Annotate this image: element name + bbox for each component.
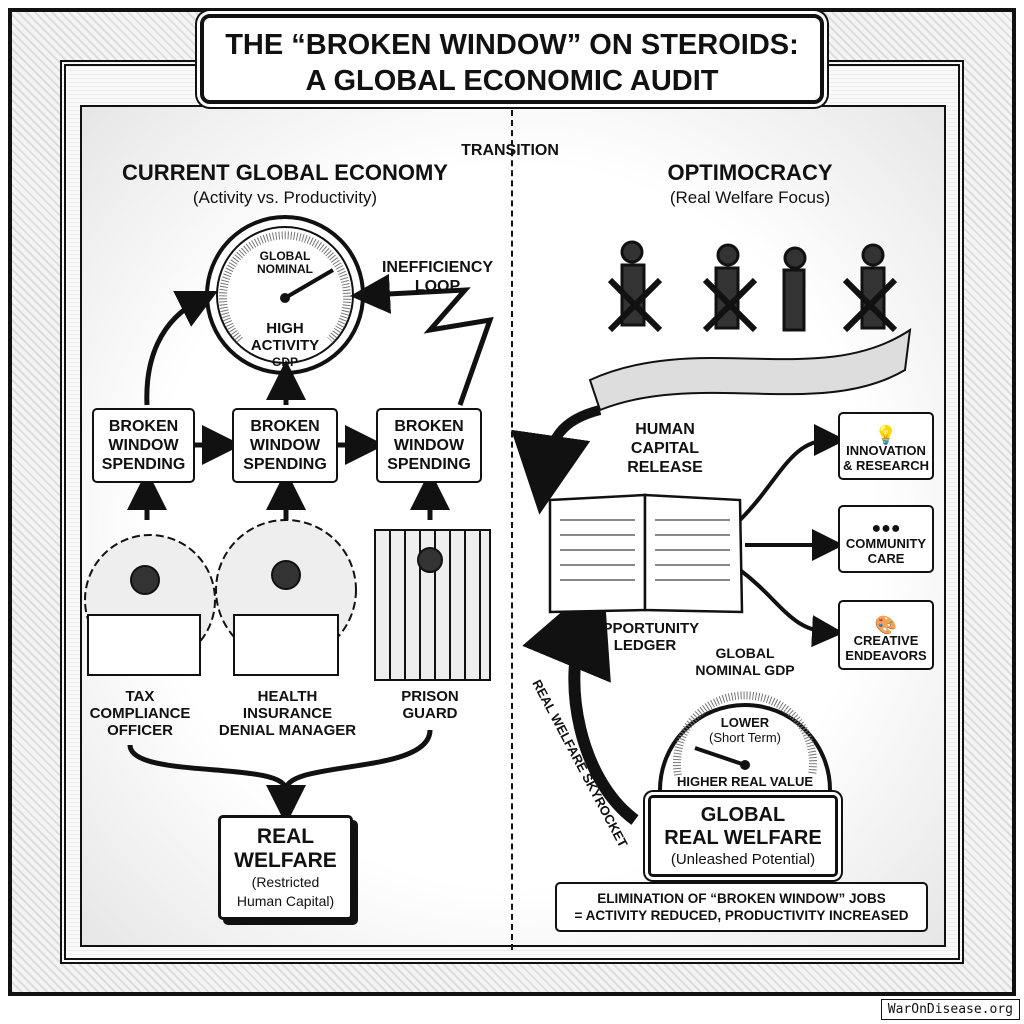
label-text: REAL [256, 824, 315, 848]
label-text: ELIMINATION OF “BROKEN WINDOW” JOBS [597, 891, 886, 906]
label-text: REAL WELFARE [664, 826, 822, 849]
walking-workers [588, 240, 912, 412]
label-text: INSURANCE [242, 705, 333, 722]
title-line-1: THE “BROKEN WINDOW” ON STEROIDS: [225, 29, 799, 61]
footer-watermark[interactable]: WarOnDisease.org [880, 999, 1020, 1020]
gauge-label: GLOBAL [259, 249, 311, 263]
lower-gdp-gauge [658, 691, 832, 791]
label-text: BROKEN [108, 418, 179, 435]
human-capital-release-label: HUMAN CAPITAL RELEASE [610, 420, 720, 477]
label-text: HUMAN [635, 421, 695, 438]
gauge-label: GDP [271, 355, 298, 369]
label-text: WINDOW [393, 437, 465, 454]
lightbulb-icon: 💡 [874, 425, 898, 445]
label-text: & RESEARCH [843, 458, 929, 473]
label-text: CAPITAL [630, 440, 700, 457]
gear-scenes [84, 519, 491, 681]
gauge-label: ACTIVITY [250, 337, 320, 354]
label-text: WELFARE [234, 848, 337, 872]
flow-arrows [127, 273, 494, 805]
label-text: PRISON [401, 688, 459, 705]
label-text: (Short Term) [709, 730, 781, 745]
label-text: BROKEN [394, 418, 464, 435]
label-text: SPENDING [387, 456, 471, 473]
label-text: COMPLIANCE [89, 705, 191, 722]
opportunity-ledger-book [548, 493, 744, 614]
label-text: COMMUNITY [845, 536, 927, 551]
label-text: = ACTIVITY REDUCED, PRODUCTIVITY INCREAS… [574, 908, 909, 923]
label-text: SPENDING [101, 456, 186, 473]
left-subheading: (Activity vs. Productivity) [192, 188, 378, 207]
label-text: GLOBAL [700, 803, 786, 826]
broken-window-spending-box: BROKEN WINDOW SPENDING [232, 408, 338, 483]
label-text: ENDEAVORS [845, 648, 927, 663]
label-text: (Restricted [251, 873, 320, 890]
loop-label: INEFFICIENCY [381, 259, 494, 276]
higher-real-value-label: HIGHER REAL VALUE [676, 774, 814, 789]
right-subheading: (Real Welfare Focus) [669, 188, 831, 207]
label-text: WINDOW [249, 437, 321, 454]
inefficiency-loop-label: INEFFICIENCY LOOP [375, 258, 500, 296]
outcome-innovation-research: 💡INNOVATION& RESEARCH [838, 412, 934, 480]
label-text: CREATIVE [853, 633, 919, 648]
conclusion-box: ELIMINATION OF “BROKEN WINDOW” JOBS = ACT… [555, 882, 928, 932]
label-text: (Unleashed Potential) [670, 850, 816, 868]
label-text: GLOBAL [715, 645, 775, 661]
label-text: NOMINAL GDP [695, 662, 795, 678]
broken-window-spending-box: BROKEN WINDOW SPENDING [376, 408, 482, 483]
gauge-needle [283, 268, 335, 300]
label-text: LOWER [720, 715, 770, 730]
label-text: WINDOW [108, 437, 179, 454]
gauge-label: HIGH [266, 320, 304, 337]
gauge-label: NOMINAL [257, 262, 313, 276]
label-text: TAX [125, 688, 155, 705]
label-text: RELEASE [627, 459, 703, 476]
transition-divider [511, 110, 513, 950]
label-text: DENIAL MANAGER [218, 722, 357, 739]
label-text: GUARD [402, 705, 458, 722]
left-heading: CURRENT GLOBAL ECONOMY [122, 160, 448, 185]
title-banner: THE “BROKEN WINDOW” ON STEROIDS: A GLOBA… [200, 14, 824, 104]
people-icon: ●●● [871, 520, 901, 537]
lower-gauge-inner-label: LOWER(Short Term) [695, 715, 795, 745]
broken-window-spending-box: BROKEN WINDOW SPENDING [92, 408, 195, 483]
label-text: BROKEN [250, 418, 320, 435]
label-text: Human Capital) [236, 892, 335, 909]
title-line-2: A GLOBAL ECONOMIC AUDIT [305, 65, 719, 97]
transition-label: TRANSITION [461, 142, 559, 159]
right-heading: OPTIMOCRACY [667, 160, 833, 185]
right-arrows [511, 405, 846, 825]
label-text: SPENDING [243, 456, 327, 473]
label-text: OPPORTUNITY [590, 620, 700, 637]
label-text: CARE [867, 551, 905, 566]
label-text: OFFICER [107, 722, 173, 739]
palette-icon: 🎨 [874, 615, 898, 635]
label-text: INNOVATION [846, 443, 926, 458]
label-text: HEALTH [257, 688, 318, 705]
label-text: LEDGER [613, 637, 677, 654]
loop-label: LOOP [414, 278, 461, 295]
